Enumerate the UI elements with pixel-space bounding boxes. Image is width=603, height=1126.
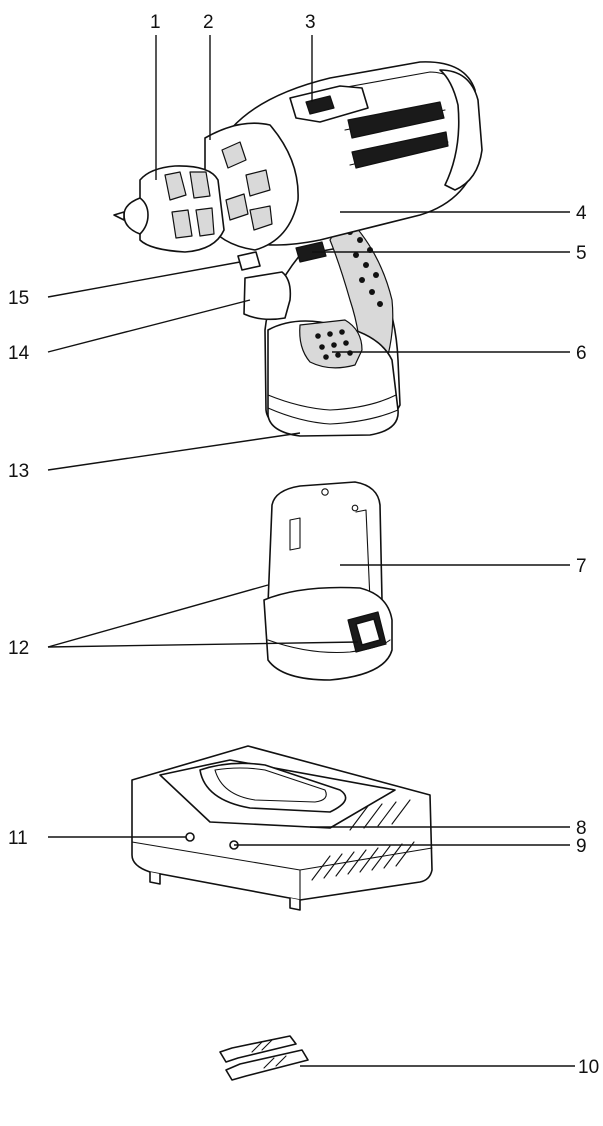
callout-5: 5 <box>576 243 587 264</box>
callout-14: 14 <box>8 343 30 364</box>
cordless-drill <box>113 61 483 437</box>
bit-upper <box>219 1035 297 1063</box>
leader-12a <box>47 584 269 648</box>
leader-15 <box>47 261 241 298</box>
trigger <box>243 271 292 321</box>
callout-4: 4 <box>576 203 587 224</box>
charger-vents <box>311 799 415 881</box>
callout-6: 6 <box>576 343 587 364</box>
battery-body <box>267 481 383 605</box>
battery-pack <box>263 481 393 681</box>
callout-11: 11 <box>8 828 28 849</box>
led-light <box>237 251 261 271</box>
charger-led-left <box>185 832 195 842</box>
callout-10: 10 <box>578 1057 599 1078</box>
leader-12b <box>47 641 359 648</box>
callout-1: 1 <box>150 12 161 33</box>
callout-15: 15 <box>8 288 29 309</box>
screwdriver-bits <box>219 1035 309 1081</box>
callout-12: 12 <box>8 638 29 659</box>
callout-3: 3 <box>305 12 316 33</box>
charger <box>131 745 433 911</box>
direction-switch <box>295 241 327 263</box>
battery-base <box>263 586 393 681</box>
side-pad <box>299 319 363 369</box>
callout-9: 9 <box>576 836 587 857</box>
rear-cap <box>439 69 483 191</box>
side-pad-dots <box>315 329 353 360</box>
leader-lines <box>47 35 575 1067</box>
drill-battery-base <box>267 320 399 437</box>
charger-cradle <box>199 762 347 813</box>
leader-13 <box>47 432 301 471</box>
leader-14 <box>47 299 251 353</box>
callout-13: 13 <box>8 461 29 482</box>
callout-2: 2 <box>203 12 214 33</box>
callout-7: 7 <box>576 556 587 577</box>
chuck-nose <box>123 197 149 235</box>
callout-numbers: 1 2 3 4 5 6 7 8 9 10 11 12 13 14 15 <box>8 12 599 1078</box>
callout-8: 8 <box>576 818 587 839</box>
